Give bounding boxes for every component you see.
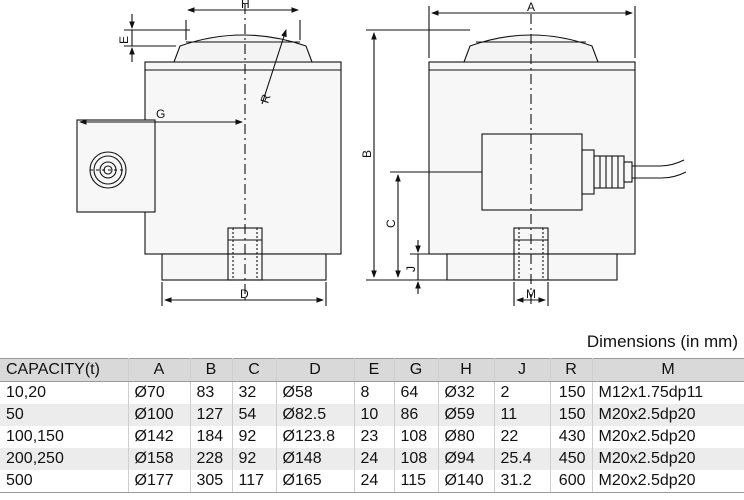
cell-capacity: 200,250 [0,448,129,470]
cell-r: 430 [550,426,593,448]
cell-g: 115 [394,470,439,493]
cell-capacity: 100,150 [0,426,129,448]
units-note: Dimensions (in mm) [586,332,738,351]
table-header-row: CAPACITY(t) A B C D E G H J R M [0,358,744,382]
cell-b: 83 [190,381,233,404]
table-row: 500 Ø177 305 117 Ø165 24 115 Ø140 31.2 6… [0,470,744,493]
cell-m: M20x2.5dp20 [592,448,744,470]
cell-d: Ø123.8 [276,426,355,448]
left-base [161,253,327,281]
cell-g: 108 [394,426,439,448]
label-d: D [240,287,249,301]
cell-c: 92 [232,448,277,470]
header-a: A [128,358,191,382]
right-connector-box [481,133,583,211]
left-body [144,61,342,255]
cell-b: 305 [190,470,233,493]
label-e: E [117,36,131,44]
cell-g: 86 [394,404,439,426]
cell-g: 108 [394,448,439,470]
cell-m: M20x2.5dp20 [592,426,744,448]
cell-r: 600 [550,470,593,493]
left-dome [173,34,313,63]
cell-d: Ø148 [276,448,355,470]
cell-e: 10 [354,404,395,426]
cell-d: Ø58 [276,381,355,404]
cell-h: Ø94 [438,448,495,470]
cell-b: 127 [190,404,233,426]
cell-h: Ø59 [438,404,495,426]
table-row: 200,250 Ø158 228 92 Ø148 24 108 Ø94 25.4… [0,448,744,470]
cell-a: Ø100 [128,404,191,426]
header-d: D [276,358,355,382]
label-b: B [360,150,374,158]
left-view [76,4,342,306]
cable-gland [581,149,595,195]
cell-c: 54 [232,404,277,426]
header-capacity: CAPACITY(t) [0,358,129,382]
right-view [366,6,687,306]
cell-capacity: 10,20 [0,381,129,404]
header-j: J [494,358,551,382]
cell-r: 150 [550,404,593,426]
cell-e: 8 [354,381,395,404]
cell-h: Ø80 [438,426,495,448]
header-c: C [232,358,277,382]
header-m: M [592,358,744,382]
cable [632,159,685,167]
cell-m: M20x2.5dp20 [592,404,744,426]
cell-j: 22 [494,426,551,448]
cell-r: 450 [550,448,593,470]
cell-m: M20x2.5dp20 [592,470,744,493]
cell-a: Ø142 [128,426,191,448]
cell-d: Ø82.5 [276,404,355,426]
table-row: 10,20 Ø70 83 32 Ø58 8 64 Ø32 2 150 M12x1… [0,381,744,404]
load-cell-drawing: H E R G D A B C J M [76,0,687,306]
cell-g: 64 [394,381,439,404]
cell-j: 11 [494,404,551,426]
header-h: H [438,358,495,382]
cell-b: 228 [190,448,233,470]
right-base [446,253,618,281]
header-r: R [550,358,593,382]
label-j: J [404,266,418,272]
table-row: 100,150 Ø142 184 92 Ø123.8 23 108 Ø80 22… [0,426,744,448]
label-c: C [384,219,398,228]
cell-d: Ø165 [276,470,355,493]
cell-r: 150 [550,381,593,404]
label-g: G [156,107,165,121]
header-b: B [190,358,233,382]
cell-j: 31.2 [494,470,551,493]
cell-a: Ø177 [128,470,191,493]
dimensions-table: CAPACITY(t) A B C D E G H J R M 10,20 Ø7… [0,358,744,493]
left-connector-box [76,119,156,213]
cell-capacity: 500 [0,470,129,493]
cell-e: 23 [354,426,395,448]
label-m: M [526,287,536,301]
header-g: G [394,358,439,382]
cell-c: 92 [232,426,277,448]
label-h: H [241,0,250,11]
label-a: A [527,0,535,14]
cell-e: 24 [354,448,395,470]
cell-e: 24 [354,470,395,493]
cell-j: 25.4 [494,448,551,470]
cell-h: Ø32 [438,381,495,404]
cell-c: 117 [232,470,277,493]
cell-a: Ø70 [128,381,191,404]
cell-m: M12x1.75dp11 [592,381,744,404]
cell-capacity: 50 [0,404,129,426]
cell-j: 2 [494,381,551,404]
cell-h: Ø140 [438,470,495,493]
table-row: 50 Ø100 127 54 Ø82.5 10 86 Ø59 11 150 M2… [0,404,744,426]
header-e: E [354,358,395,382]
cell-a: Ø158 [128,448,191,470]
cell-b: 184 [190,426,233,448]
cell-c: 32 [232,381,277,404]
